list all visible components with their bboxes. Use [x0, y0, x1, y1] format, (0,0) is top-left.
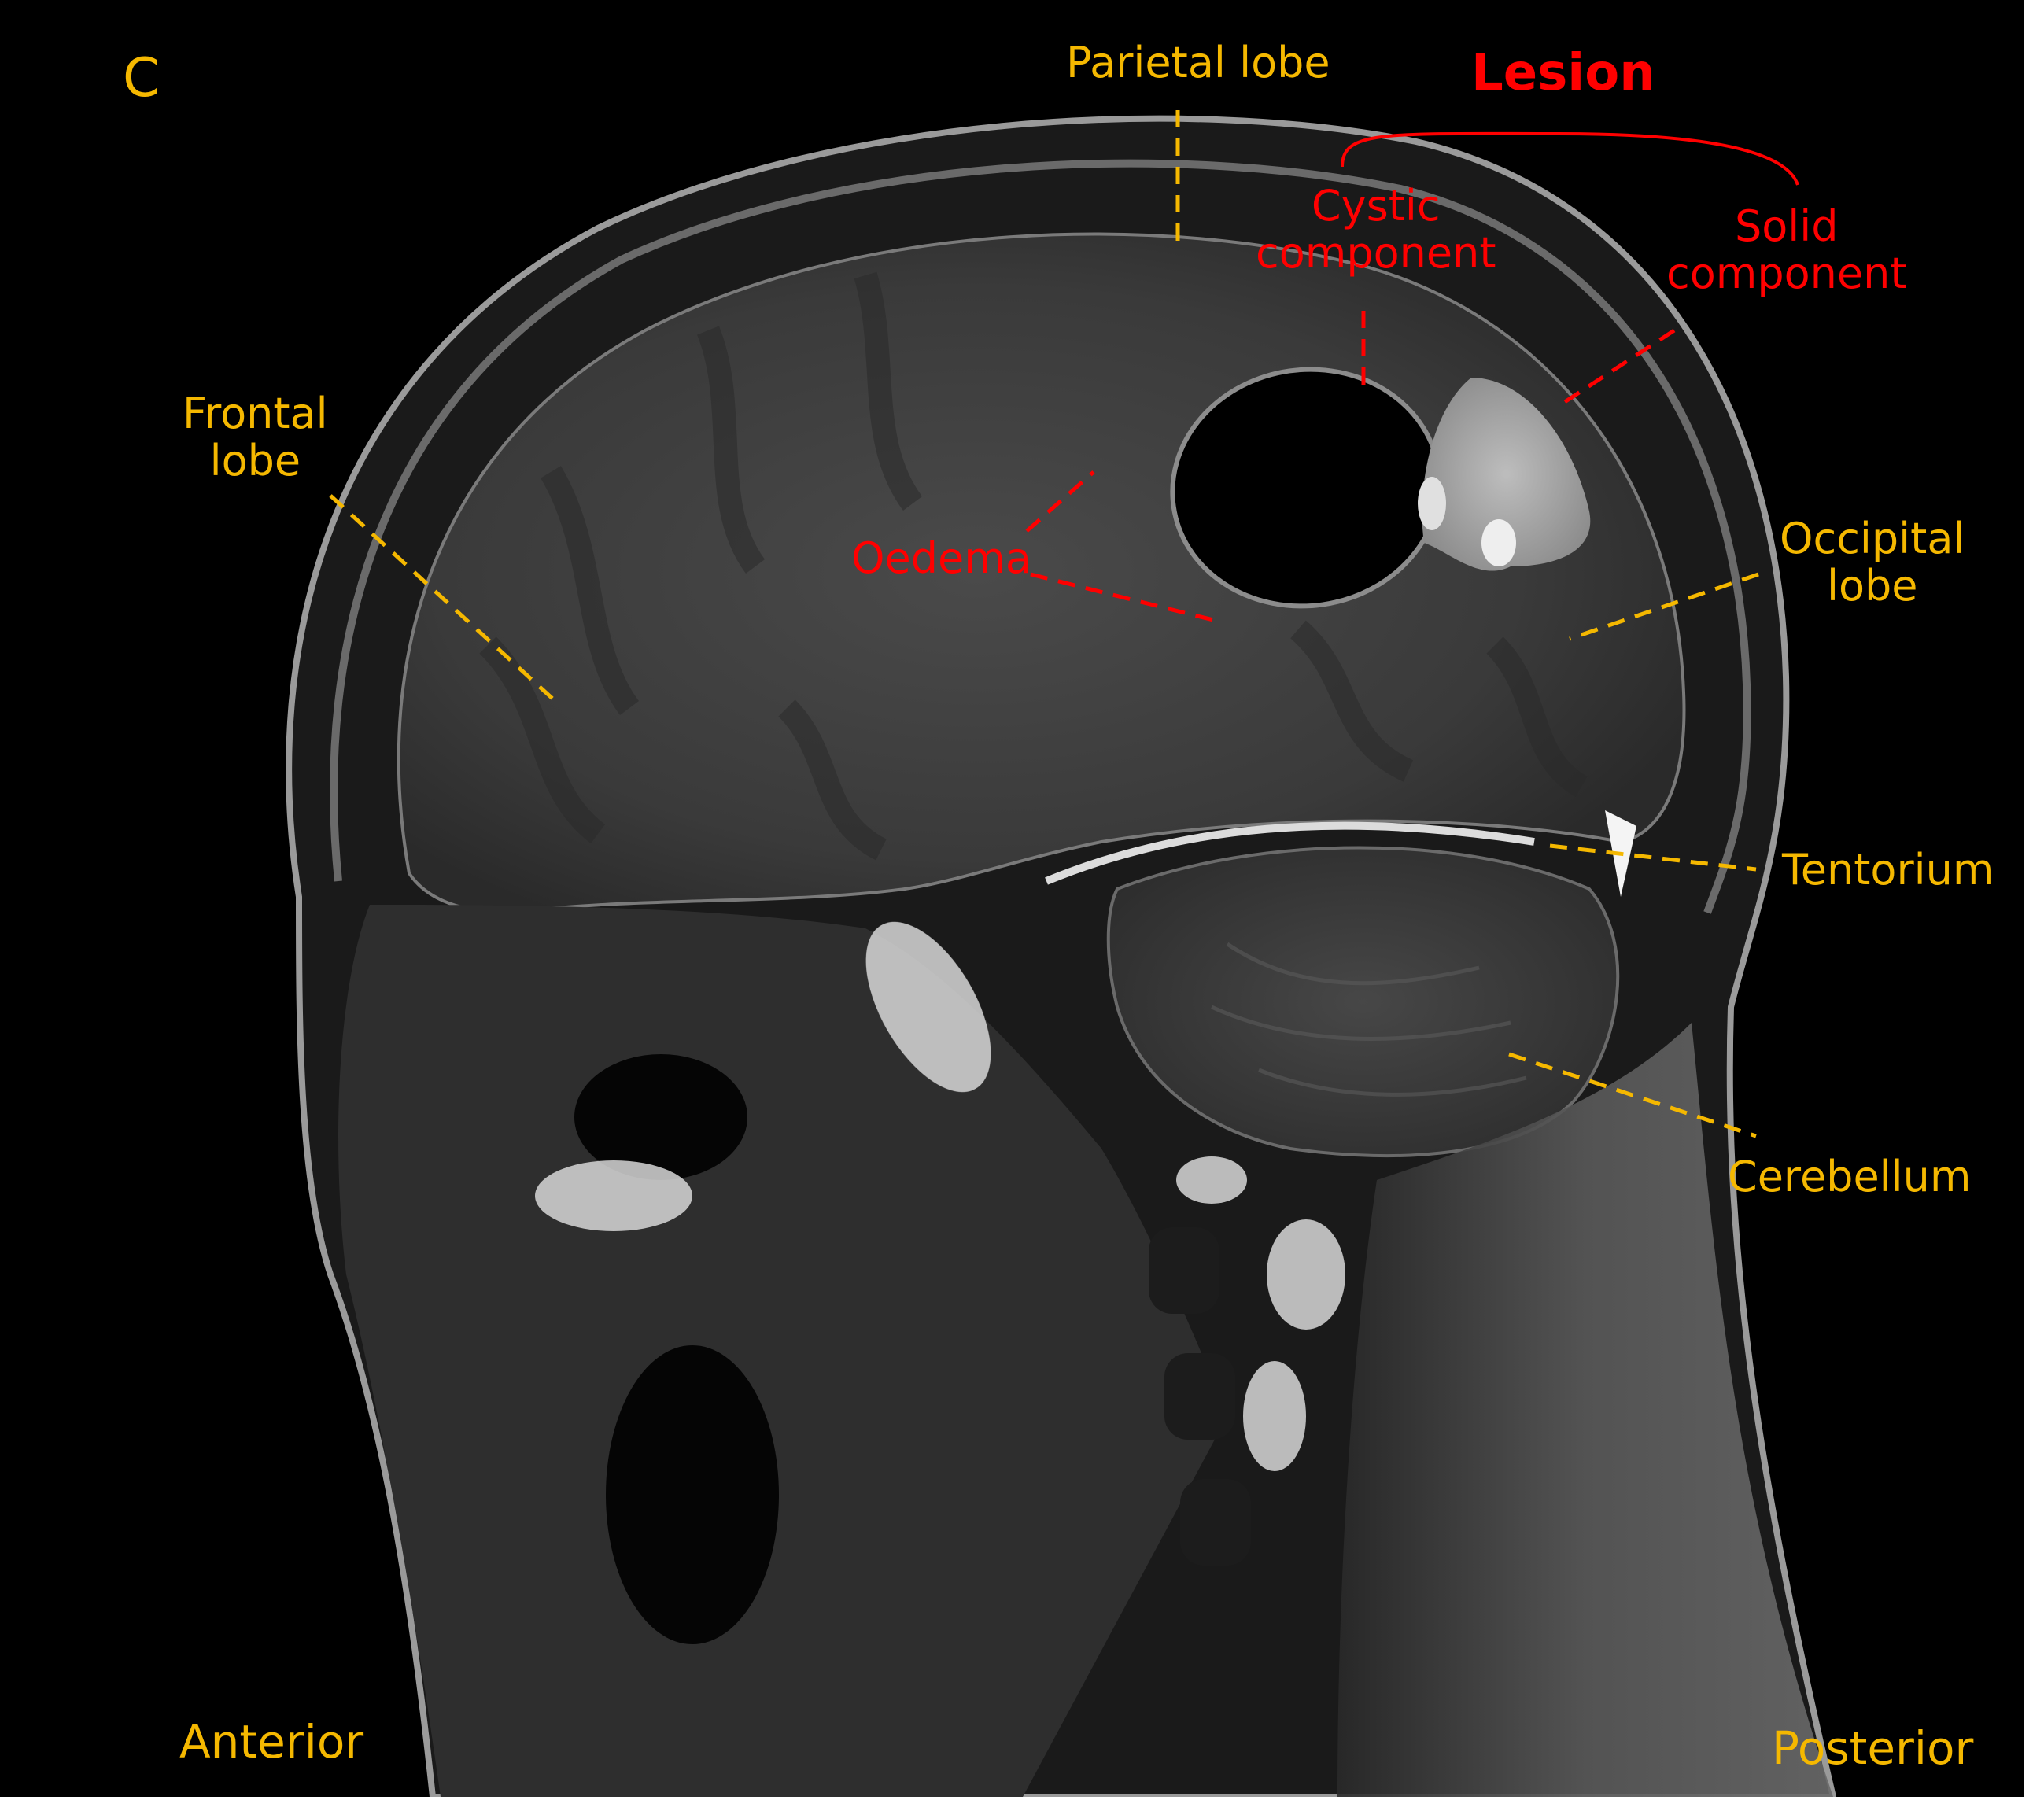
label-solid-component: Solid component — [1666, 201, 1907, 299]
label-lesion-title: Lesion — [1471, 44, 1655, 102]
label-oedema: Oedema — [851, 533, 1031, 583]
label-cystic-component: Cystic component — [1256, 181, 1496, 278]
label-occipital-line1: Occipital — [1780, 514, 1965, 563]
label-solid-line1: Solid — [1734, 201, 1839, 251]
label-occipital-line2: lobe — [1826, 561, 1918, 611]
label-frontal-lobe: Frontal lobe — [183, 389, 328, 486]
label-anterior: Anterior — [179, 1715, 364, 1769]
label-frontal-line2: lobe — [209, 436, 301, 486]
solid-lesion — [1422, 378, 1591, 571]
label-posterior: Posterior — [1772, 1721, 1974, 1775]
label-parietal-lobe: Parietal lobe — [1066, 38, 1330, 87]
label-solid-line2: component — [1666, 249, 1907, 299]
label-frontal-line1: Frontal — [183, 389, 328, 438]
label-cystic-line2: component — [1256, 228, 1496, 278]
label-cystic-line1: Cystic — [1311, 181, 1441, 231]
label-occipital-lobe: Occipital lobe — [1780, 515, 1965, 610]
label-cerebellum: Cerebellum — [1728, 1152, 1972, 1201]
label-tentorium: Tentorium — [1782, 845, 1994, 894]
panel-letter: C — [123, 47, 160, 109]
